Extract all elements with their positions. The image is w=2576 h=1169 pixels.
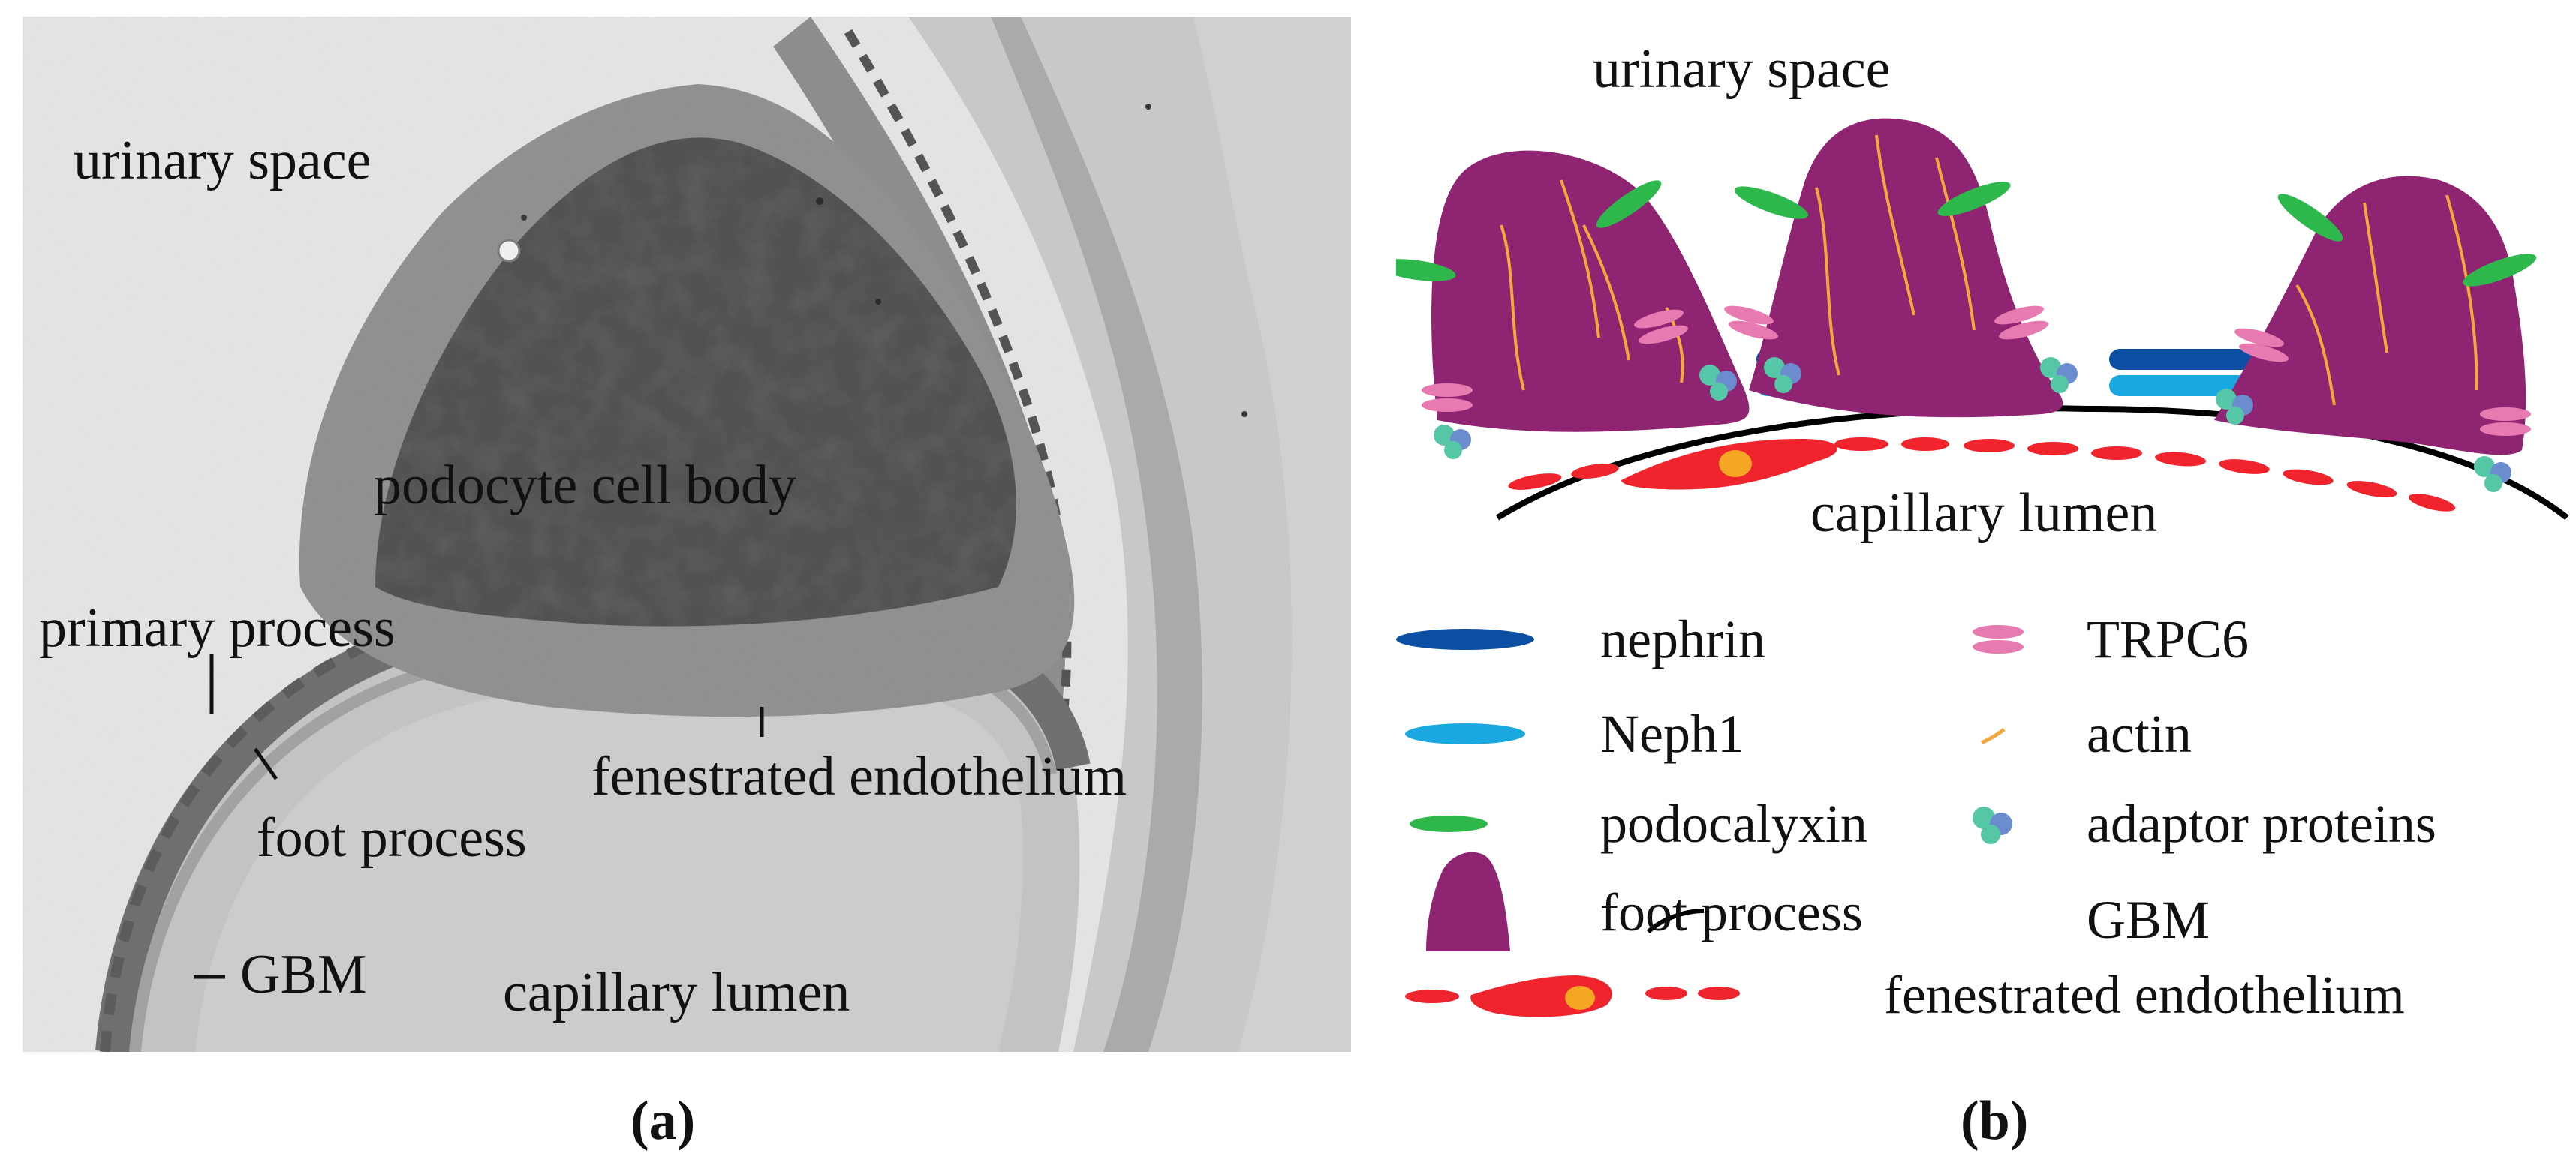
endothelium-dashes	[1508, 437, 2456, 512]
legend-adaptor-label: adaptor proteins	[2087, 794, 2436, 854]
label-capillary-lumen: capillary lumen	[503, 962, 850, 1023]
electron-micrograph	[23, 17, 1351, 1054]
legend-endothelium-swatch	[1405, 975, 1740, 1017]
foot-process-1	[1378, 150, 1750, 459]
schematic-panel: urinary space capillary lumen nephrin Ne…	[1378, 0, 2576, 1065]
foot-process-pointer	[253, 747, 278, 780]
legend-swatches	[1396, 625, 2024, 1017]
legend-neph1-label: Neph1	[1600, 704, 1744, 764]
endothelial-nucleus	[1719, 450, 1752, 477]
legend-nephrin-swatch	[1396, 629, 1534, 650]
label-urinary-space: urinary space	[74, 130, 372, 191]
label-capillary-lumen-b: capillary lumen	[1810, 482, 2158, 544]
gbm-line	[1495, 405, 2569, 521]
legend-adaptor-swatch	[1973, 807, 2012, 844]
legend-gbm-swatch	[1646, 909, 1705, 934]
micrograph-panel: urinary space podocyte cell body primary…	[23, 17, 1351, 1054]
legend-trpc6-swatch	[1973, 625, 2024, 654]
legend-podocalyxin-swatch	[1410, 816, 1488, 832]
legend-neph1-swatch	[1405, 723, 1525, 744]
label-primary-process: primary process	[39, 597, 396, 659]
label-fenestrated-endothelium: fenestrated endothelium	[591, 746, 1127, 807]
legend-gbm-label: GBM	[2087, 890, 2210, 950]
legend-nephrin-label: nephrin	[1600, 609, 1765, 669]
legend-foot-process-swatch	[1426, 852, 1510, 951]
legend-trpc6-label: TRPC6	[2087, 609, 2249, 669]
legend-endothelium-label: fenestrated endothelium	[1884, 965, 2405, 1025]
legend-actin-swatch	[1980, 728, 2006, 745]
legend-actin-label: actin	[2087, 704, 2192, 764]
foot-process-3	[2214, 176, 2537, 492]
label-gbm: GBM	[240, 944, 367, 1005]
label-foot-process: foot process	[257, 807, 527, 869]
caption-b: (b)	[1961, 1090, 2029, 1152]
label-cell-body: podocyte cell body	[374, 455, 797, 516]
caption-a: (a)	[630, 1090, 696, 1152]
foot-process-2	[1724, 118, 2078, 418]
legend-foot-process-label: foot process	[1600, 882, 1863, 942]
label-urinary-space-b: urinary space	[1593, 38, 1891, 100]
podocyte-schematic	[1378, 118, 2569, 1017]
legend-podocalyxin-label: podocalyxin	[1600, 794, 1867, 854]
